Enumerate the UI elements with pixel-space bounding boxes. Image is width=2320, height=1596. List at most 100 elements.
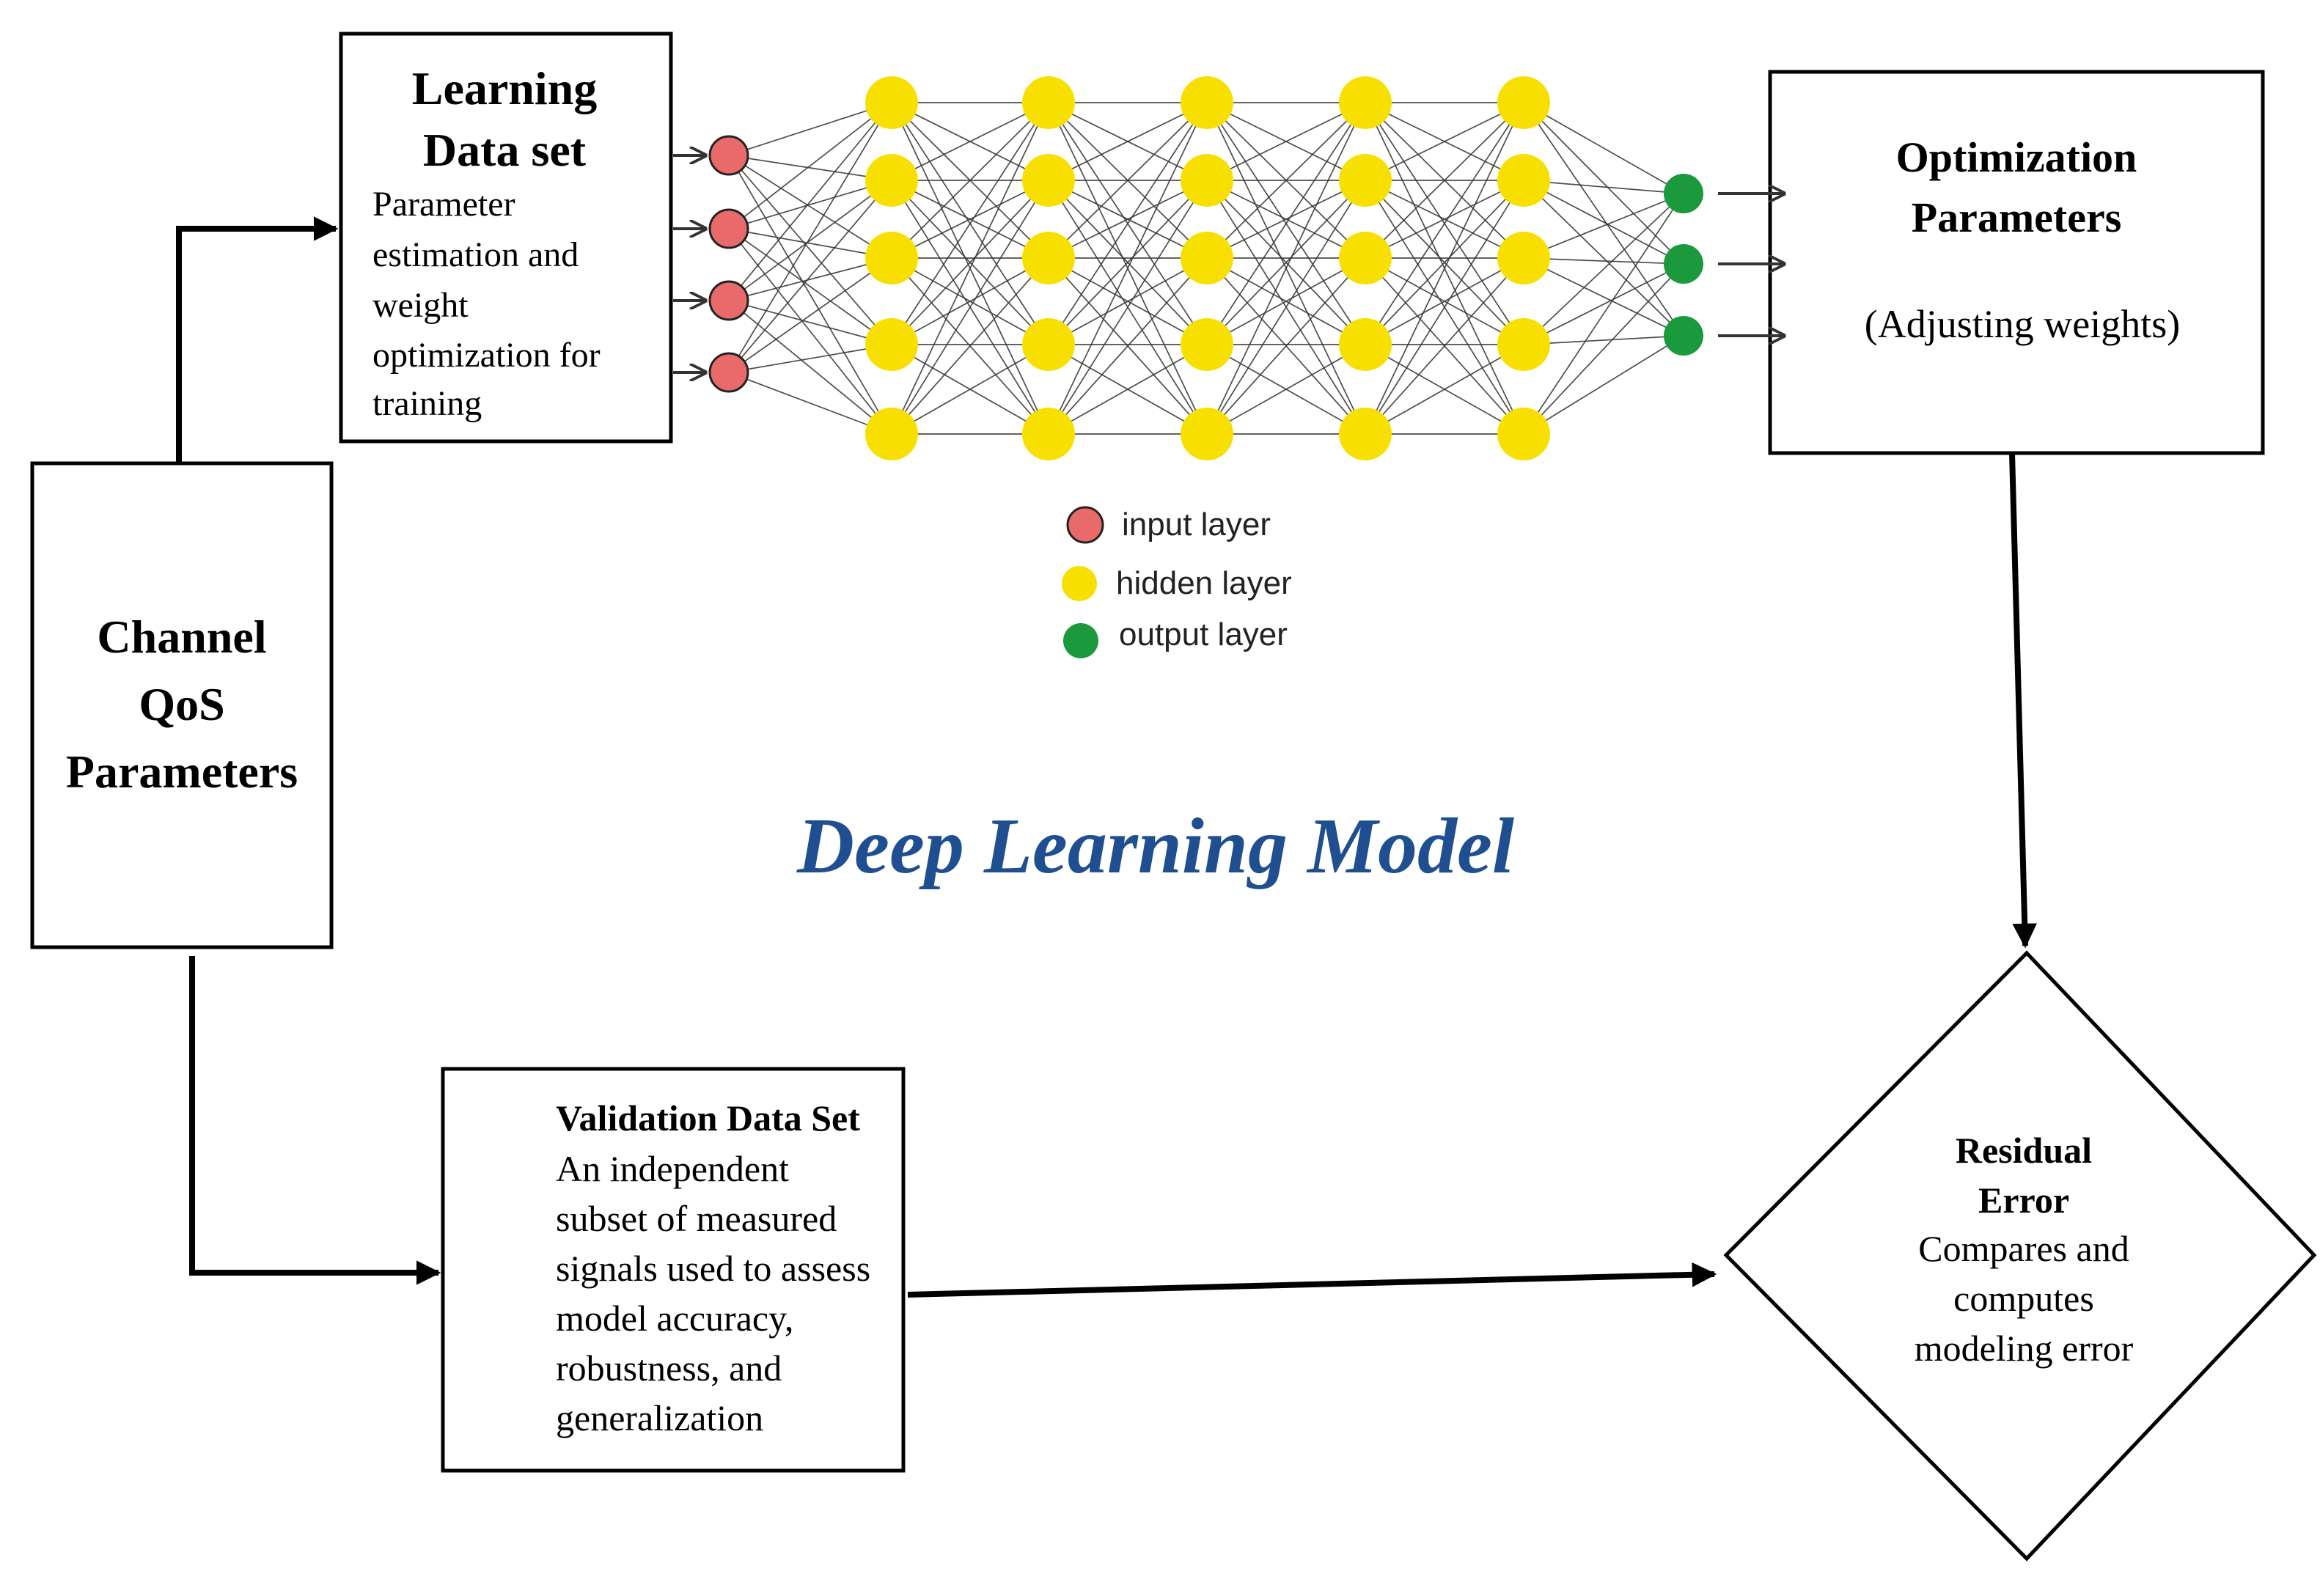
network-edge [1048,102,1208,345]
network-edge [1365,180,1524,435]
network-edge [891,344,1049,435]
network-edge [1523,180,1684,194]
validation-body-1: An independent [556,1148,789,1189]
residual-title-2: Error [1978,1180,2069,1221]
network-edge [1206,102,1366,435]
channel-label-2: QoS [139,678,224,730]
network-edge [1365,102,1524,259]
network-edge [1206,180,1366,435]
hidden-node [1339,408,1392,460]
validation-body-5: robustness, and [556,1347,782,1389]
network-edge [728,102,892,301]
input-node [708,135,749,176]
network-edge [1365,180,1524,345]
input-layer-swatch [1066,506,1104,544]
hidden-node [1339,76,1392,129]
network-edge [1206,102,1366,181]
network-edge [891,102,1049,181]
validation-body-4: model accuracy, [556,1298,793,1339]
hidden-node [1181,232,1233,284]
network-edge [1523,193,1684,345]
network-edge [1048,102,1208,181]
hidden-node [1339,154,1392,207]
network-edge [1523,335,1684,345]
network-edge [1048,180,1208,345]
network-edge [728,180,892,301]
network-edge [1523,257,1684,265]
network-edge [1048,344,1208,435]
neural-network [708,76,1703,460]
input-node [708,208,749,249]
network-edge [1206,257,1366,345]
hidden-node [1181,154,1233,207]
network-edge [1365,102,1524,435]
residual-body-2: computes [1953,1278,2094,1319]
output-node [1664,244,1703,284]
hidden-node [865,408,918,460]
optimization-box: Optimization Parameters (Adjusting weigh… [1768,70,2265,455]
network-edge [728,155,892,435]
network-edge [891,180,1049,345]
residual-body-1: Compares and [1918,1228,2129,1269]
learning-dataset-box: Learning Data set Parameter estimation a… [339,32,673,444]
hidden-node [1497,154,1550,207]
hidden-node [865,232,918,284]
network-edge [891,257,1049,435]
learning-body-3: weight [372,286,469,325]
residual-title-1: Residual [1956,1130,2092,1171]
legend-output-label: output layer [1119,617,1288,652]
network-edge [891,257,1049,345]
network-edge [1523,102,1684,265]
network-edge [1523,102,1684,194]
network-edge [1048,102,1208,435]
hidden-node [1339,318,1392,371]
hidden-node [865,76,918,129]
network-edge [728,228,892,435]
residual-body-3: modeling error [1915,1328,2134,1369]
hidden-node [1181,76,1233,129]
network-edge [728,300,892,435]
validation-body-3: signals used to assess [556,1248,870,1289]
hidden-node [1497,318,1550,371]
hidden-layer-swatch [1062,566,1097,601]
network-edge [728,102,892,156]
network-edge [1523,180,1684,337]
hidden-node [865,318,918,371]
channel-qos-box: Channel QoS Parameters [30,461,334,949]
network-edge [891,180,1049,259]
network-edge [1523,102,1684,337]
network-edge [891,102,1049,259]
network-edge [891,102,1049,435]
output-layer-swatch [1063,623,1098,658]
learning-title-1: Learning [412,62,597,114]
hidden-node [865,154,918,207]
residual-error-diamond: Residual Error Compares and computes mod… [1723,950,2317,1562]
diagram-title: Deep Learning Model [796,803,1514,890]
hidden-node [1497,408,1550,460]
network-edge [1365,344,1524,435]
network-legend: input layer hidden layer output layer [1062,506,1292,658]
network-edge [1206,180,1366,345]
legend-hidden-label: hidden layer [1116,565,1292,601]
network-edge [1206,102,1366,345]
validation-title: Validation Data Set [556,1097,860,1139]
learning-body-5: training [372,384,482,423]
network-edge [728,155,892,181]
network-edge [1048,102,1208,259]
network-edge [1206,257,1366,435]
validation-dataset-box: Validation Data Set An independent subse… [441,1067,906,1473]
channel-label-1: Channel [97,611,266,663]
network-edge [1523,257,1684,337]
hidden-node [1022,318,1075,371]
network-edge [1523,335,1684,435]
network-edge [1206,344,1366,435]
network-edge [1523,263,1684,435]
optimization-body: (Adjusting weights) [1865,302,2180,346]
network-edge [1206,180,1366,259]
network-edge [891,102,1049,345]
optimization-title-1: Optimization [1896,133,2137,181]
hidden-node [1022,154,1075,207]
input-node [708,280,749,321]
output-node [1664,316,1703,356]
